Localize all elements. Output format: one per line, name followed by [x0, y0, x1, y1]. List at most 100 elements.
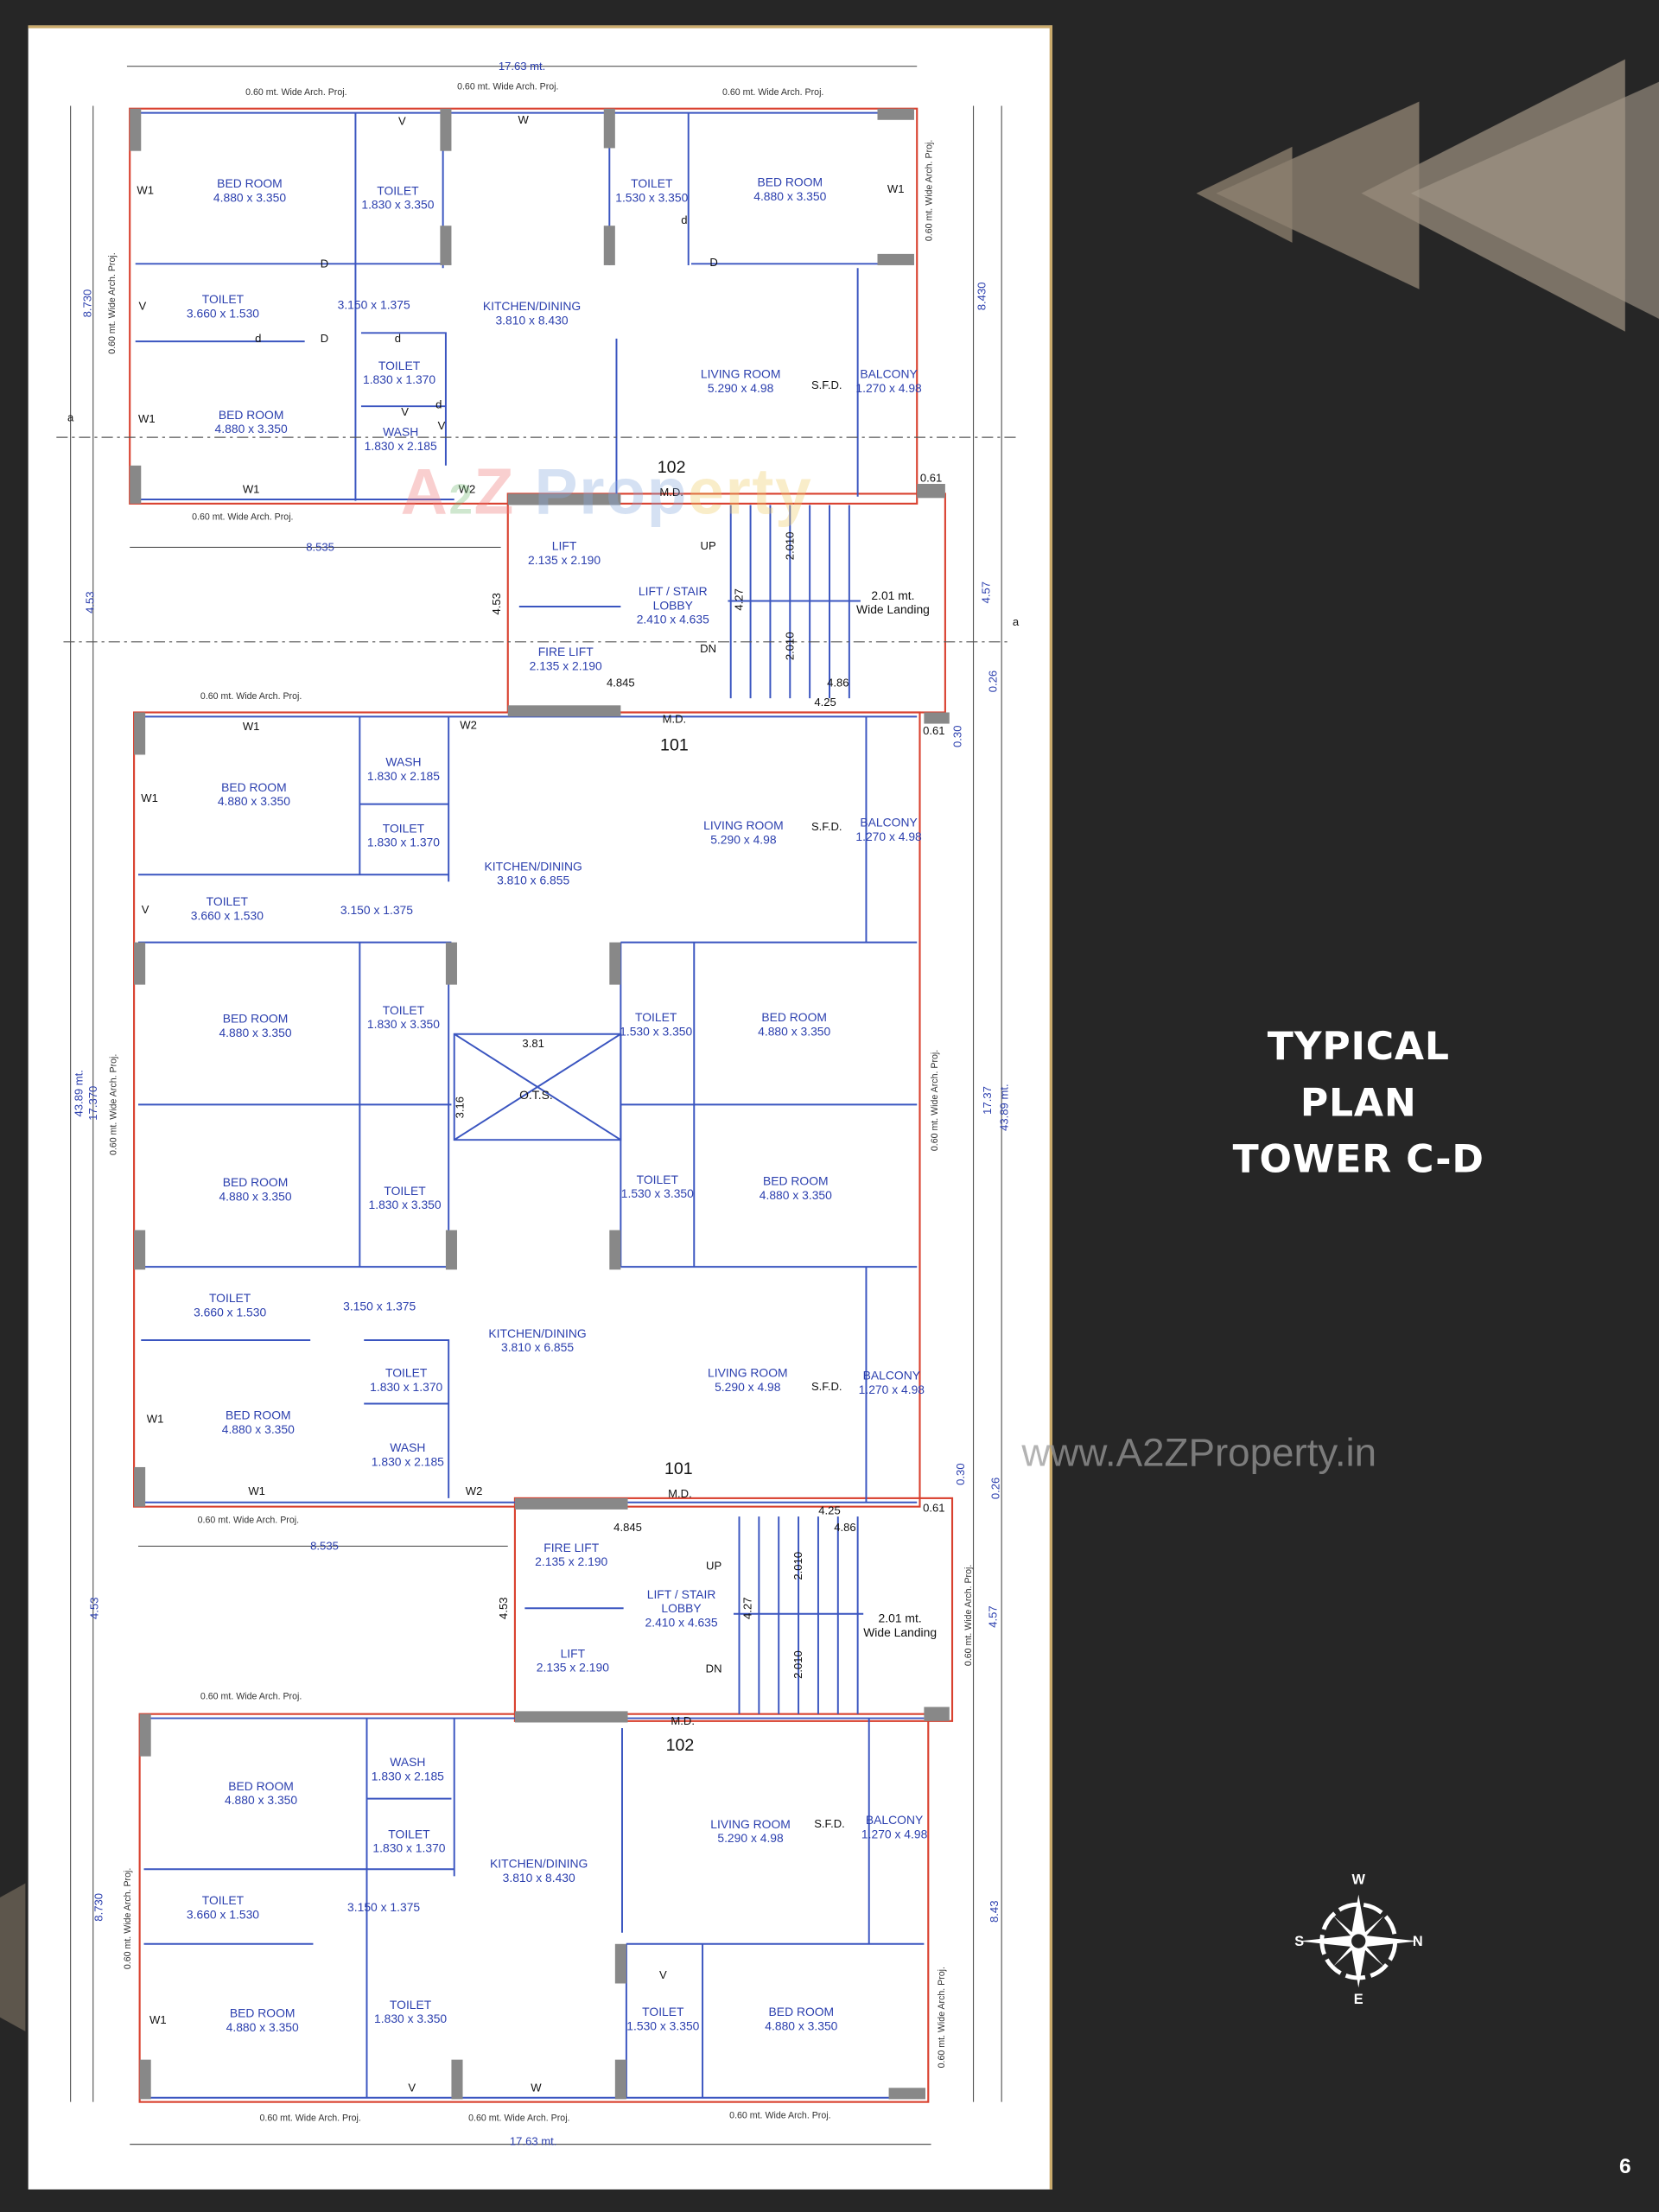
- main-door-label: M.D.: [662, 713, 687, 726]
- plan-mark: a: [1012, 615, 1020, 629]
- dimension-label: 0.30: [951, 725, 964, 747]
- room-name: BED ROOM: [229, 2005, 296, 2020]
- room-dimensions: 3.660 x 1.530: [194, 1305, 267, 1319]
- projection-label: 0.60 mt. Wide Arch. Proj.: [963, 1564, 975, 1667]
- room-name: LIFT / STAIR LOBBY: [638, 583, 708, 613]
- projection-label: 0.60 mt. Wide Arch. Proj.: [937, 1967, 948, 2069]
- room-name: WASH: [383, 424, 419, 439]
- dimension-label: 4.845: [613, 1521, 642, 1535]
- plan-mark: V: [658, 1968, 667, 1982]
- plan-mark: S.F.D.: [810, 820, 842, 834]
- dimension-label: 8.730: [92, 1892, 105, 1922]
- plan-mark: W: [518, 113, 529, 127]
- room-name: BED ROOM: [222, 1011, 289, 1026]
- room-dimensions: 4.880 x 3.350: [219, 1189, 292, 1204]
- floor-plan-sheet: [28, 25, 1052, 2190]
- room-name: LIFT / STAIR LOBBY: [646, 1586, 716, 1616]
- room-dimensions: 4.880 x 3.350: [753, 188, 827, 204]
- room-name: TOILET: [635, 1009, 677, 1025]
- room-dimensions: 4.880 x 3.350: [217, 794, 290, 809]
- room-dimensions: 1.530 x 3.350: [626, 2018, 700, 2033]
- compass-north-label: N: [1412, 1935, 1423, 1951]
- room-name: KITCHEN/DINING: [482, 299, 582, 314]
- room-name: BED ROOM: [222, 1174, 289, 1190]
- room-name: TOILET: [377, 183, 419, 198]
- dimension-label: 4.845: [607, 676, 635, 690]
- projection-label: 0.60 mt. Wide Arch. Proj.: [729, 2111, 831, 2121]
- room-dimensions: 1.830 x 1.370: [372, 1840, 446, 1855]
- dimension-label: 43.89 mt.: [73, 1070, 86, 1117]
- room-dimensions: 4.880 x 3.350: [224, 1793, 298, 1808]
- watermark-url: www.A2ZProperty.in: [1021, 1430, 1377, 1475]
- plan-mark: V: [397, 115, 406, 128]
- dimension-label: 4.53: [84, 591, 97, 613]
- plan-mark: UP: [700, 539, 716, 553]
- room-name: TOILET: [642, 2004, 684, 2019]
- room-name: FIRE LIFT: [537, 645, 594, 659]
- room-dimensions: 1.530 x 3.350: [620, 1186, 694, 1201]
- dimension-label: 8.730: [80, 289, 94, 318]
- dimension-label: 4.25: [818, 1504, 841, 1517]
- room-name: TOILET: [384, 1183, 426, 1198]
- room-name: LIFT: [560, 1646, 586, 1661]
- plan-mark: W1: [242, 483, 260, 496]
- room-label: 2.01 mt.Wide Landing: [863, 1611, 937, 1639]
- room-name: BALCONY: [860, 815, 918, 830]
- main-door-label: M.D.: [671, 1714, 695, 1728]
- room-label: 3.150 x 1.375: [338, 297, 410, 311]
- projection-label: 0.60 mt. Wide Arch. Proj.: [200, 1692, 302, 1702]
- projection-label: 0.60 mt. Wide Arch. Proj.: [197, 1516, 300, 1526]
- unit-number: 101: [660, 734, 689, 755]
- room-dimensions: 3.810 x 8.430: [502, 1870, 575, 1885]
- room-dimensions: 1.270 x 4.98: [855, 829, 922, 844]
- room-dimensions: 3.810 x 8.430: [495, 313, 569, 327]
- plan-mark: V: [408, 2081, 416, 2094]
- room-name: BED ROOM: [221, 779, 287, 795]
- room-dimensions: 4.880 x 3.350: [219, 1025, 292, 1040]
- watermark-logo: A2Z Property: [400, 454, 813, 528]
- projection-label: 0.60 mt. Wide Arch. Proj.: [123, 1867, 134, 1970]
- dimension-label: 8.535: [310, 1540, 339, 1553]
- dimension-label: 17.370: [86, 1085, 100, 1121]
- room-name: TOILET: [378, 358, 421, 373]
- room-dimensions: 1.830 x 3.350: [374, 2012, 448, 2026]
- room-dimensions: 1.830 x 1.370: [366, 835, 440, 849]
- room-dimensions: 5.290 x 4.98: [707, 380, 774, 396]
- plan-mark: a: [67, 410, 74, 424]
- room-dimensions: 5.290 x 4.98: [710, 832, 777, 847]
- dimension-label: 0.61: [923, 1501, 945, 1515]
- room-name: BED ROOM: [217, 176, 283, 191]
- dimension-label: 4.25: [814, 696, 836, 709]
- interior-walls: [135, 111, 925, 2099]
- room-name: BED ROOM: [757, 175, 823, 189]
- room-dimensions: 3.810 x 6.855: [500, 1340, 575, 1355]
- room-name: BED ROOM: [228, 1778, 294, 1794]
- room-name: LIFT: [551, 538, 577, 553]
- room-dimensions: 1.830 x 2.185: [371, 1454, 444, 1469]
- room-dimensions: 3.150 x 1.375: [340, 902, 413, 918]
- plan-mark: d: [394, 332, 402, 346]
- dimension-label: 2.010: [791, 1650, 805, 1679]
- dimension-label: 3.81: [522, 1037, 544, 1051]
- room-dimensions: 1.530 x 3.350: [615, 190, 689, 205]
- projection-label: 0.60 mt. Wide Arch. Proj.: [200, 691, 302, 702]
- plan-mark: W2: [460, 718, 477, 732]
